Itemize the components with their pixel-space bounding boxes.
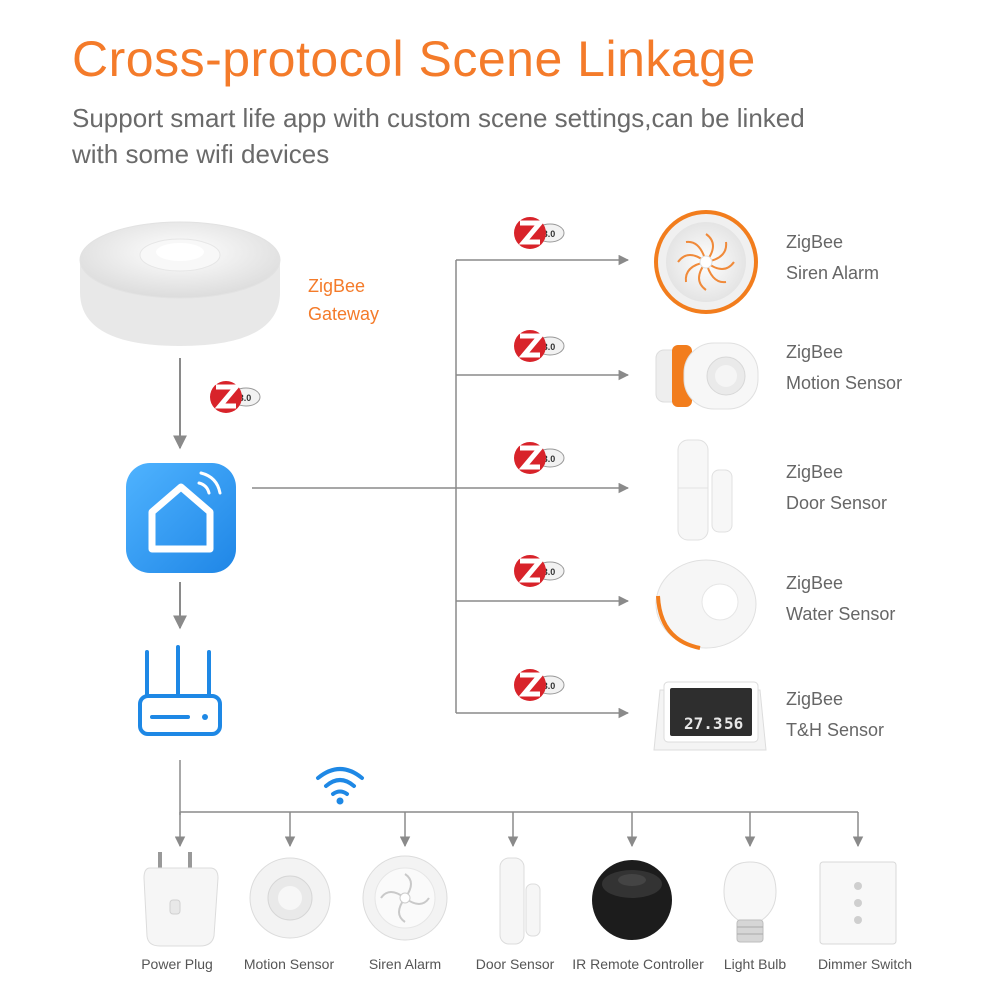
zigbee-badge-icon	[210, 381, 260, 413]
smart-life-app-icon	[126, 463, 236, 573]
wifi-device-label-door-sensor: Door Sensor	[475, 956, 555, 972]
wifi-device-label-light-bulb: Light Bulb	[723, 956, 787, 972]
svg-text:27.3: 27.3	[684, 714, 723, 733]
zigbee-badge-icon	[514, 217, 564, 249]
zigbee-device-label-th: ZigBee T&H Sensor	[786, 689, 885, 740]
wifi-icon	[316, 767, 364, 805]
zigbee-badge-icon	[514, 442, 564, 474]
wifi-device-label-dimmer-switch: Dimmer Switch	[817, 956, 913, 972]
siren-alarm-device	[654, 210, 758, 314]
gateway-label-line2: Gateway	[308, 304, 380, 324]
zigbee-device-label-siren: ZigBee Siren Alarm	[786, 232, 880, 283]
gateway-label-line1: ZigBee	[308, 276, 366, 296]
page-subtitle: Support smart life app with custom scene…	[72, 103, 805, 169]
zigbee-device-label-water: ZigBee Water Sensor	[786, 573, 896, 624]
door-sensor-device	[677, 439, 733, 541]
power-plug-device	[143, 852, 219, 947]
wifi-door-sensor-device	[499, 857, 541, 945]
light-bulb-device	[723, 861, 777, 943]
ir-remote-controller-device	[592, 860, 672, 940]
temperature-humidity-sensor-device: 27.3 56	[653, 681, 767, 751]
zigbee-badge-icon	[514, 669, 564, 701]
wifi-motion-sensor-device	[249, 857, 331, 939]
svg-text:56: 56	[724, 714, 743, 733]
wifi-device-label-ir-remote: IR Remote Controller	[572, 956, 704, 972]
zigbee-badge-icon	[514, 555, 564, 587]
wifi-siren-alarm-device	[362, 855, 448, 941]
zigbee-gateway-device	[79, 221, 281, 346]
water-sensor-device	[655, 559, 757, 650]
page-title: Cross-protocol Scene Linkage	[72, 31, 756, 87]
wifi-router-icon	[138, 645, 222, 736]
zigbee-badge-icon	[514, 330, 564, 362]
zigbee-device-label-motion: ZigBee Motion Sensor	[786, 342, 903, 393]
dimmer-switch-device	[819, 861, 897, 945]
wifi-device-label-motion-sensor: Motion Sensor	[243, 956, 335, 972]
wifi-device-label-power-plug: Power Plug	[141, 956, 213, 972]
wifi-device-label-siren-alarm: Siren Alarm	[368, 956, 442, 972]
gateway-label: ZigBee Gateway	[308, 272, 379, 328]
motion-sensor-device	[655, 342, 759, 410]
zigbee-device-label-door: ZigBee Door Sensor	[786, 462, 888, 513]
